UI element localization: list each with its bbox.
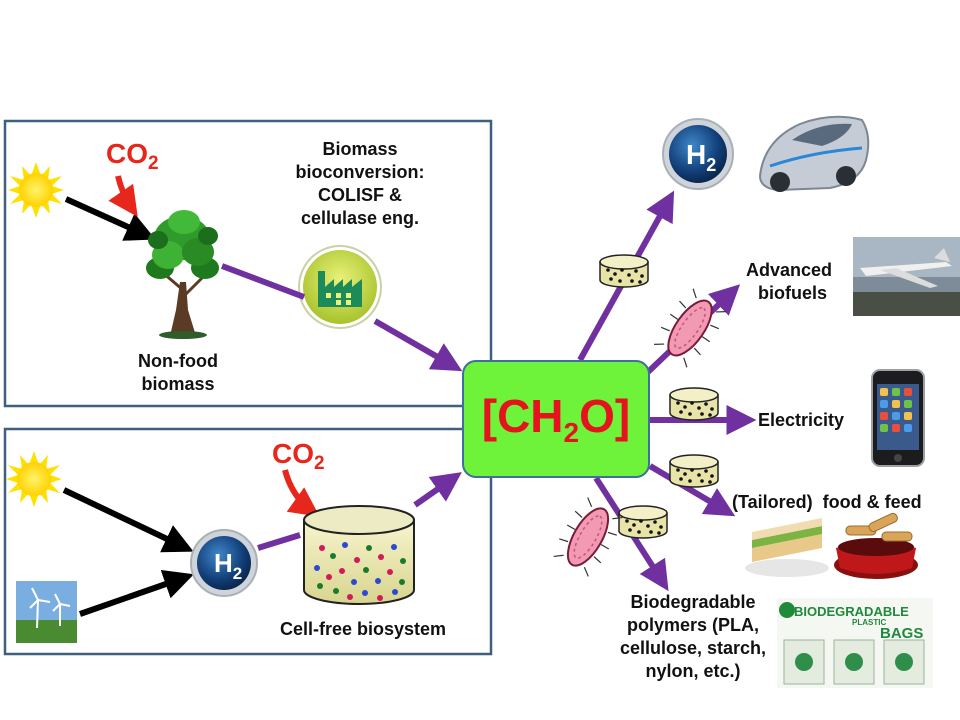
factory-icon	[298, 245, 382, 329]
mini-cylinder-icon	[599, 254, 649, 288]
tree-icon	[146, 210, 219, 339]
airplane-image	[853, 237, 960, 316]
tree-to-factory-arrow	[220, 263, 306, 300]
co2-label: CO2	[272, 438, 325, 474]
bottom-panel	[3, 427, 493, 656]
to-food-arrow	[648, 463, 736, 517]
biosystem-to-center-arrow	[413, 472, 462, 508]
food-feed-label: (Tailored) food & feed	[732, 492, 922, 512]
biofuels-label: Advanced biofuels	[746, 260, 833, 303]
h2-icon: H2	[190, 529, 258, 597]
wind-turbine-icon	[16, 581, 77, 643]
wind-arrow	[79, 569, 194, 617]
smartphone-image	[871, 369, 925, 467]
sunlight-arrow	[62, 487, 194, 553]
mini-cylinder-icon	[669, 454, 719, 488]
bags-logo-line-2: PLASTIC	[852, 618, 886, 627]
svg-text:H2: H2	[686, 139, 716, 175]
ch2o-center-node: [CH2O]	[462, 360, 650, 478]
top-panel	[3, 119, 493, 408]
h2-icon: H2	[662, 118, 734, 190]
svg-text:H2: H2	[214, 548, 242, 583]
biodegradable-polymers-label: Biodegradable polymers (PLA, cellulose, …	[619, 592, 767, 681]
mini-cylinder-icon	[669, 387, 719, 421]
co2-arrow	[108, 175, 138, 217]
bags-logo-line-3: BAGS	[880, 625, 923, 642]
sun-icon	[6, 451, 62, 507]
biodegradable-bags-image: BIODEGRADABLE PLASTIC BAGS	[777, 598, 933, 688]
bacterium-icon	[654, 288, 726, 368]
biosystem-cylinder-icon	[303, 505, 415, 605]
nonfood-biomass-label: Non-food biomass	[138, 351, 218, 394]
factory-to-center-arrow	[373, 318, 463, 372]
hydrogen-car-image	[758, 115, 870, 192]
bags-logo-line-1: BIODEGRADABLE	[794, 604, 909, 619]
bacterium-icon	[553, 497, 623, 577]
electricity-label: Electricity	[758, 410, 845, 430]
sunlight-arrow	[64, 196, 156, 241]
sun-icon	[8, 162, 64, 218]
h2-to-biosystem-arrow	[257, 532, 301, 551]
ch2o-formula: [CH2O]	[481, 390, 631, 448]
sandwich-image	[744, 515, 830, 579]
mini-cylinder-icon	[618, 505, 668, 539]
dog-bowl-image	[834, 512, 918, 579]
bioconversion-label: Biomass bioconversion: COLISF & cellulas…	[295, 139, 425, 228]
co2-label: CO2	[106, 138, 159, 174]
co2-arrow	[282, 469, 320, 517]
cell-free-biosystem-label: Cell-free biosystem	[279, 619, 447, 639]
